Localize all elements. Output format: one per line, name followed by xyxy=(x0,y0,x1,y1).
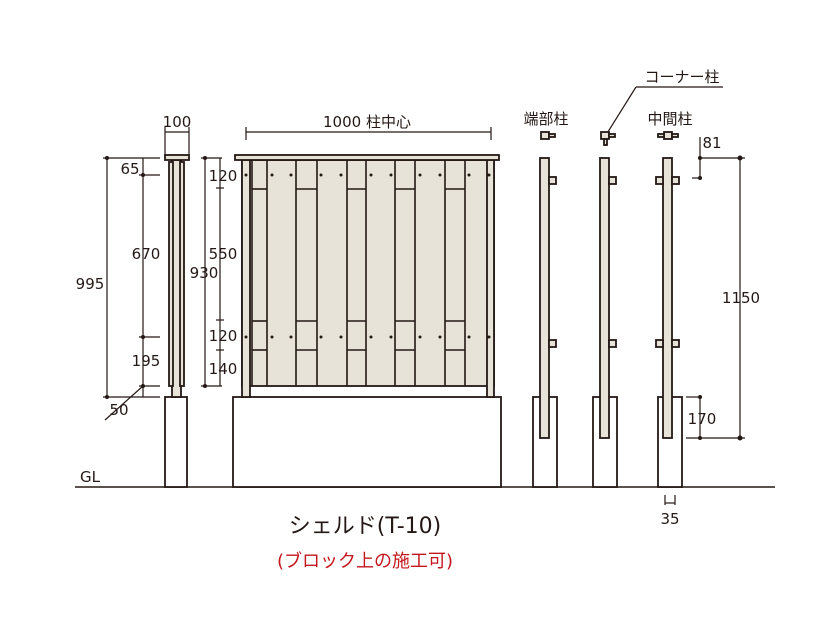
post xyxy=(599,157,610,439)
bottom-dim-label: 195 xyxy=(132,352,161,370)
screw xyxy=(244,335,248,339)
screw xyxy=(389,173,393,177)
svg-text:140: 140 xyxy=(209,360,238,378)
front-view: 1000 柱中心 930 120 550 120 140 xyxy=(190,113,502,488)
block-wall xyxy=(232,396,502,488)
top-rail xyxy=(234,154,500,161)
screw xyxy=(289,335,293,339)
svg-text:170: 170 xyxy=(688,410,717,428)
screw xyxy=(369,335,373,339)
panel-height-label: 930 xyxy=(190,264,219,282)
span-label: 1000 柱中心 xyxy=(323,113,411,131)
side-cap xyxy=(164,154,190,161)
post xyxy=(662,157,673,439)
screw xyxy=(319,173,323,177)
top-dim-label: 65 xyxy=(120,160,139,178)
ground-label: GL xyxy=(80,468,101,486)
screw xyxy=(487,173,491,177)
post-bracket xyxy=(655,176,664,185)
end-post-label: 端部柱 xyxy=(523,110,568,128)
post-bracket xyxy=(548,176,557,185)
screw xyxy=(467,173,471,177)
svg-text:120: 120 xyxy=(209,167,238,185)
svg-text:1150: 1150 xyxy=(722,289,760,307)
post-views: 端部柱 コーナー柱 中間柱 81 1150 170 35 xyxy=(523,68,760,528)
screw xyxy=(467,335,471,339)
post-bracket xyxy=(608,176,617,185)
fence-panel xyxy=(241,159,495,387)
base-dim-label: 50 xyxy=(109,401,128,419)
screw xyxy=(270,173,274,177)
screw xyxy=(418,173,422,177)
screw xyxy=(418,335,422,339)
screw xyxy=(487,335,491,339)
svg-text:550: 550 xyxy=(209,245,238,263)
svg-text:120: 120 xyxy=(209,327,238,345)
screw xyxy=(389,335,393,339)
post-bracket xyxy=(671,176,680,185)
screw xyxy=(270,335,274,339)
screw xyxy=(339,173,343,177)
post-bracket xyxy=(671,339,680,348)
post-bracket xyxy=(548,339,557,348)
screw xyxy=(438,335,442,339)
screw xyxy=(339,335,343,339)
svg-text:81: 81 xyxy=(702,134,721,152)
post xyxy=(539,157,550,439)
product-note: (ブロック上の施工可) xyxy=(277,550,453,572)
screw xyxy=(369,173,373,177)
product-title: シェルド(T-10) xyxy=(289,514,442,539)
post-bracket xyxy=(655,339,664,348)
svg-text:35: 35 xyxy=(660,510,679,528)
middle-dim-label: 670 xyxy=(132,245,161,263)
side-width-label: 100 xyxy=(163,113,192,131)
side-foundation xyxy=(164,396,188,488)
corner-post-label: コーナー柱 xyxy=(644,68,719,86)
side-view: 100 995 65 670 195 50 xyxy=(76,113,192,488)
post-bracket xyxy=(608,339,617,348)
total-height-label: 995 xyxy=(76,275,105,293)
screw xyxy=(319,335,323,339)
screw xyxy=(438,173,442,177)
screw xyxy=(244,173,248,177)
screw xyxy=(289,173,293,177)
middle-post-label: 中間柱 xyxy=(647,110,692,128)
